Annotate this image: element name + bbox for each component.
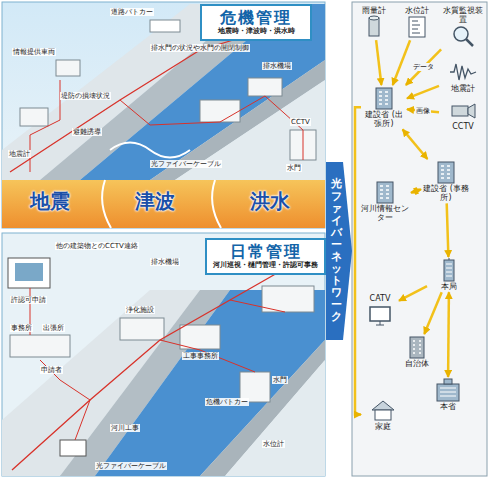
part-label: 排水機場 [262,62,292,70]
part-label: 地震計 [8,150,31,158]
node-text: 水質監視装置 [440,6,486,24]
network-device: 建設省 (事務所) [422,160,470,202]
device-icon [435,258,463,282]
part-label: 事務所 [10,324,33,332]
network-device: 本省 [424,378,472,411]
device-icon [449,98,477,122]
node-text: 地震計 [440,84,486,93]
part-label: 情報提供車両 [12,48,56,56]
network-device: 本局 [428,258,470,291]
network-device: CATV [362,294,398,327]
part-label: 出張所 [42,324,65,332]
part-label: 危機パトカー [205,398,249,406]
part-label: 光ファイバーケーブル [150,160,222,168]
part-label: 水位計 [262,440,285,448]
node-subtitle: 地震時・津波時・洪水時 [208,27,304,36]
data-flow-arrow [399,286,427,301]
node-text: 建設省 (出張所) [362,110,406,128]
device-icon [360,15,388,39]
device-icon [449,24,477,48]
data-flow-arrow [447,292,450,377]
node-text: 雨量計 [354,6,394,15]
part-label: 浄化施設 [125,306,155,314]
node-text: CATV [362,294,398,303]
node-text: 本局 [428,282,470,291]
hazard-label: 津波 [135,190,175,213]
part-label: 河川工事 [110,424,140,432]
device-icon [370,86,398,110]
network-device: 河川情報センター [360,180,410,222]
network-device: 水位計 [397,6,437,39]
device-icon [369,398,397,422]
device-icon [432,160,460,184]
hazard-label: 地震 [30,190,70,213]
data-flow-arrow [447,203,449,257]
part-label: 許認可申請 [10,296,47,304]
device-icon [403,15,431,39]
part-label: 光ファイバーケーブル [95,462,167,470]
data-flow-arrow [411,189,421,192]
data-flow-arrow [355,107,361,414]
network-device: 地震計 [440,60,486,93]
device-icon [371,180,399,204]
device-icon [434,378,462,402]
node-text: 本省 [424,402,472,411]
part-label: 排水門の状況や水門の開閉制御 [150,44,250,52]
part-label: CCTV [290,118,311,126]
node-text: 河川情報センター [360,204,410,222]
node-text: CCTV [440,122,486,131]
node-text: 光ファイバーネットワーク [331,178,342,323]
panel-title-box: 危機管理地震時・津波時・洪水時 [200,4,312,41]
node-text: 水位計 [397,6,437,15]
edge-label: 画像 [415,107,431,115]
node-text: 日常管理 [213,242,318,261]
part-label: 排水機場 [150,258,180,266]
part-label: 堤防の損壊状況 [60,92,111,100]
data-flow-arrow [403,129,428,159]
part-label: 水門 [286,164,302,172]
node-text: 建設省 (事務所) [422,184,470,202]
part-label: 申請者 [40,366,63,374]
network-arrow: 光ファイバーネットワーク [326,162,352,340]
node-text: 家庭 [362,422,404,431]
network-device: 水質監視装置 [440,6,486,48]
network-device: 家庭 [362,398,404,431]
data-flow-arrow [393,40,410,85]
device-icon [366,303,394,327]
part-label: 工事事務所 [182,352,219,360]
node-subtitle: 河川巡視・樋門管理・許認可事務 [213,261,318,270]
network-device: CCTV [440,98,486,131]
data-flow-arrow [424,292,441,334]
device-icon [449,60,477,84]
network-device: 自治体 [400,335,434,368]
panel-title-box: 日常管理河川巡視・樋門管理・許認可事務 [205,238,326,275]
node-text: 危機管理 [208,8,304,27]
data-flow-arrow [406,49,441,85]
part-label: 道路パトカー [110,8,154,16]
data-flow-arrow [376,40,381,85]
device-icon [403,335,431,359]
network-device: 建設省 (出張所) [362,86,406,128]
edge-label: データ [412,63,435,71]
node-text: 自治体 [400,359,434,368]
part-label: 水門 [272,376,288,384]
network-device: 雨量計 [354,6,394,39]
hazard-label: 洪水 [250,190,290,213]
part-label: 避難誘導 [72,128,102,136]
part-label: 他の建築物とのCCTV連絡 [55,242,139,250]
data-flow-arrow [407,86,439,98]
